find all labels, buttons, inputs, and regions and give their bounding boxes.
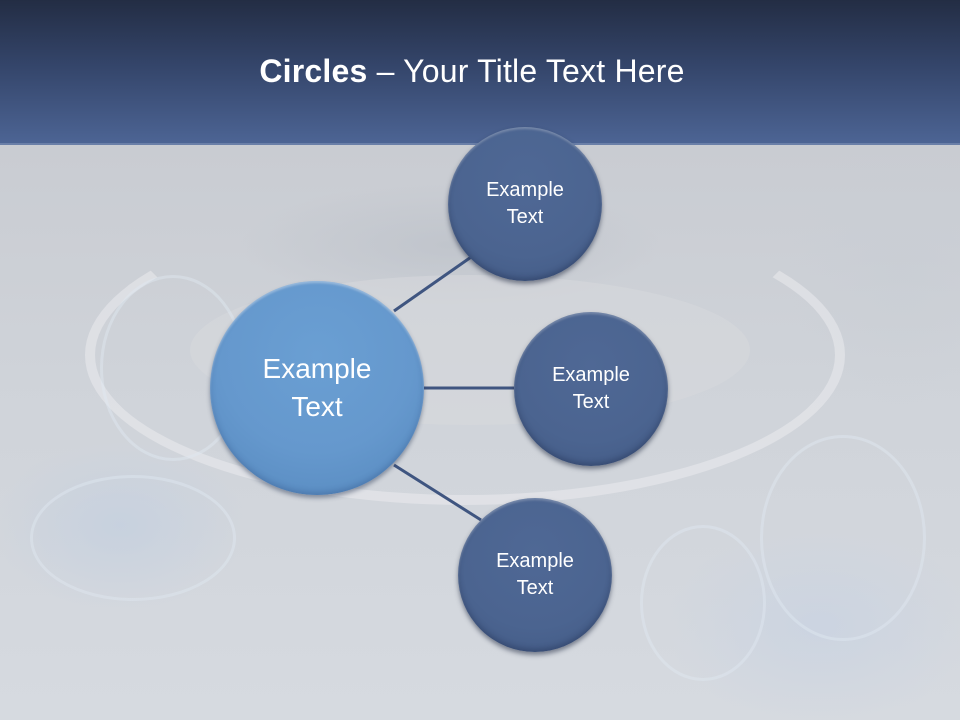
title-bold: Circles [259, 53, 368, 89]
smoke-wisp [30, 475, 236, 601]
title-rest: – Your Title Text Here [367, 53, 685, 89]
satellite-circle-top[interactable]: Example Text [448, 127, 602, 281]
slide-title: Circles – Your Title Text Here [0, 53, 944, 90]
title-band: Circles – Your Title Text Here [0, 0, 960, 145]
bowl-rim-decoration [85, 205, 845, 505]
satellite-bottom-label: Example Text [496, 549, 574, 599]
center-circle[interactable]: Example Text [210, 281, 424, 495]
connector-bottom [393, 463, 482, 522]
satellite-circle-right[interactable]: Example Text [514, 312, 668, 466]
smoke-wisp [760, 435, 926, 641]
satellite-right-label: Example Text [552, 363, 630, 413]
smoke-wisp [640, 525, 766, 681]
satellite-circle-bottom[interactable]: Example Text [458, 498, 612, 652]
connector-top [393, 253, 475, 313]
center-circle-label: Example Text [262, 352, 372, 422]
satellite-top-label: Example Text [486, 178, 564, 228]
